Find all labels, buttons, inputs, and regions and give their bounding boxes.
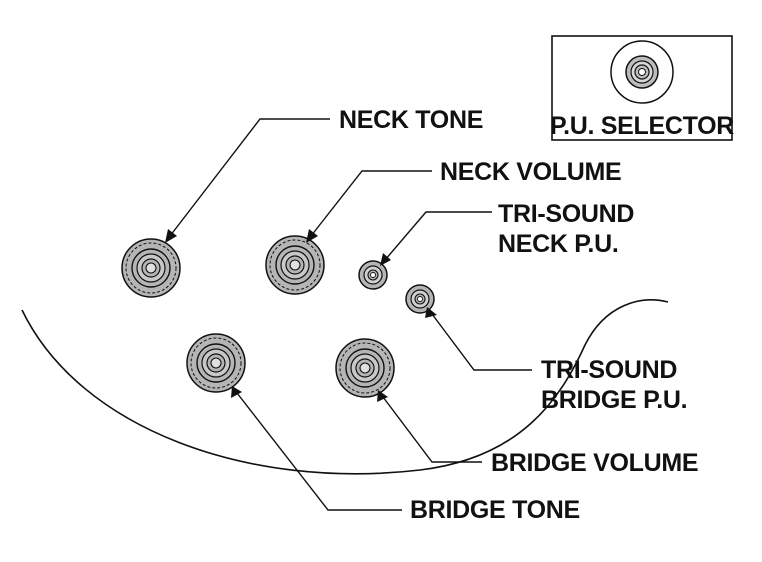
- neck-volume-leader: [310, 170, 432, 237]
- bridge-tone-leader: [236, 392, 402, 511]
- bridge-volume-leader: [382, 396, 482, 463]
- pu-selector-label: P.U. SELECTOR: [550, 112, 734, 140]
- bridge-volume-knob[interactable]: [335, 338, 395, 398]
- bridge-tone-knob[interactable]: [186, 333, 246, 393]
- neck-volume-arrowhead: [306, 229, 318, 243]
- tri-sound-neck-leader: [384, 211, 492, 261]
- tri-sound-bridge-label-line2: BRIDGE P.U.: [541, 386, 687, 414]
- bridge-volume-arrowhead: [377, 390, 388, 402]
- tri-sound-neck-arrowhead: [380, 253, 391, 266]
- pu-selector-box: P.U. SELECTOR: [550, 35, 735, 141]
- tri-sound-bridge-label-line1: TRI-SOUND: [541, 356, 677, 384]
- bridge-tone-label: BRIDGE TONE: [410, 496, 580, 524]
- bridge-tone-arrowhead: [231, 386, 242, 398]
- neck-tone-label: NECK TONE: [339, 106, 483, 134]
- bridge-volume-label: BRIDGE VOLUME: [491, 449, 698, 477]
- neck-tone-leader: [169, 118, 330, 237]
- neck-volume-label: NECK VOLUME: [440, 158, 621, 186]
- tri-sound-neck-switch[interactable]: [358, 260, 388, 290]
- neck-tone-arrowhead: [165, 229, 177, 243]
- tri-sound-neck-label-line1: TRI-SOUND: [498, 200, 634, 228]
- tri-sound-bridge-switch[interactable]: [405, 284, 435, 314]
- selector-switch-icon[interactable]: [610, 40, 674, 104]
- tri-sound-bridge-arrowhead: [425, 307, 437, 318]
- neck-volume-knob[interactable]: [265, 235, 325, 295]
- tri-sound-neck-label-line2: NECK P.U.: [498, 230, 618, 258]
- body-outline-curve: [21, 299, 669, 475]
- tri-sound-bridge-leader: [431, 313, 532, 371]
- neck-tone-knob[interactable]: [121, 238, 181, 298]
